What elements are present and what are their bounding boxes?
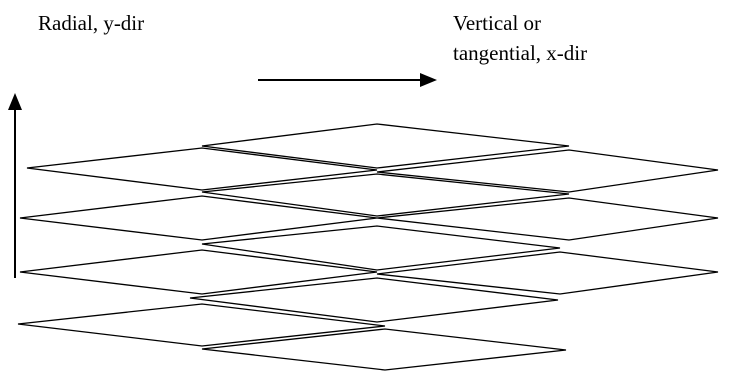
y-direction-arrow-head (8, 93, 22, 110)
cell-row9-center (201, 328, 567, 371)
cell-row2-left (26, 147, 378, 191)
cell-row6-right (376, 251, 719, 295)
cell-row2-right (376, 149, 719, 193)
cell-row7-center (189, 277, 559, 323)
cell-row4-left (19, 195, 378, 241)
cell-row4-right (376, 197, 719, 241)
cell-row1-center (201, 123, 570, 169)
x-direction-arrow-head (420, 73, 437, 87)
cell-row6-left (19, 249, 378, 295)
radial-direction-label: Radial, y-dir (38, 11, 145, 35)
cell-row8-left (17, 303, 386, 347)
tangential-label-line-1: Vertical or (453, 11, 542, 35)
tangential-direction-label: Vertical or tangential, x-dir (453, 8, 587, 68)
arrow-right-icon (258, 73, 437, 87)
cell-row3-center (201, 173, 570, 217)
tangential-label-line-2: tangential, x-dir (453, 41, 588, 65)
cell-row5-center (201, 225, 561, 271)
arrow-up-icon (8, 93, 22, 278)
